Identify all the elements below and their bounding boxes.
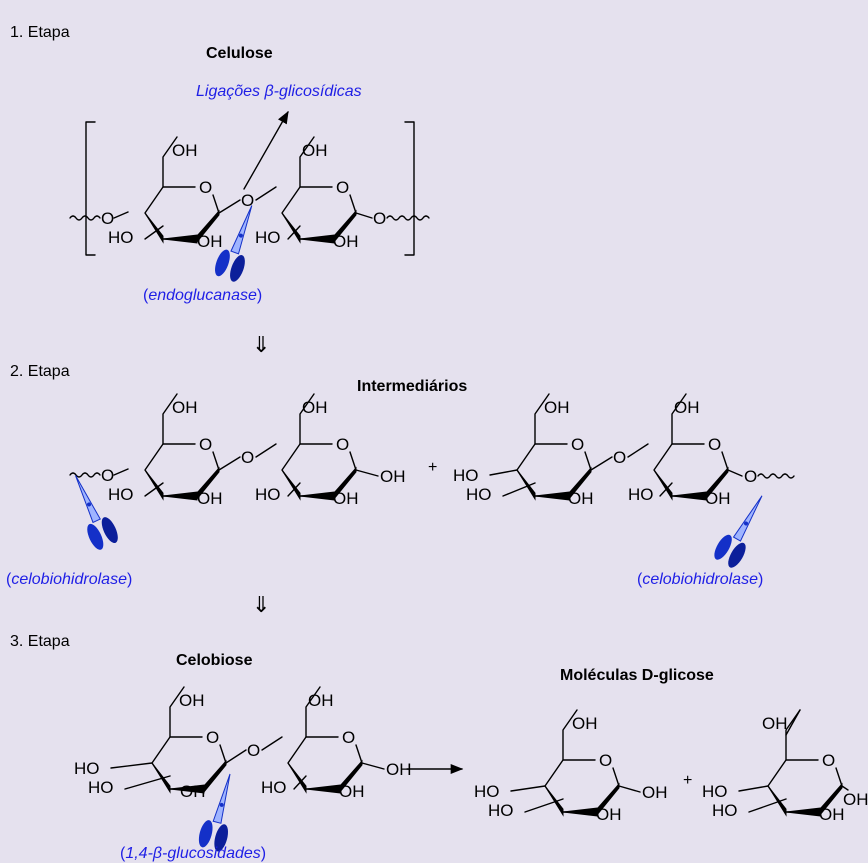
scissors-icon: [198, 773, 231, 852]
stage-2-title: Intermediários: [357, 378, 467, 395]
svg-text:OH: OH: [179, 691, 205, 710]
endoglucanase-label: (endoglucanase): [143, 287, 262, 304]
svg-text:O: O: [336, 435, 349, 454]
svg-text:OH: OH: [302, 398, 328, 417]
svg-text:HO: HO: [74, 759, 100, 778]
svg-text:O: O: [744, 467, 757, 486]
svg-text:O: O: [336, 178, 349, 197]
svg-text:OH: OH: [674, 398, 700, 417]
svg-text:O: O: [101, 209, 114, 228]
svg-text:OH: OH: [339, 782, 365, 801]
cellulose-structure: O O OH HO OH O O OH HO OH O: [69, 136, 430, 251]
beta-glycosidic-link-label: Ligações β-glicosídicas: [196, 83, 362, 100]
svg-text:HO: HO: [712, 801, 738, 820]
svg-text:OH: OH: [705, 489, 731, 508]
svg-text:OH: OH: [819, 805, 845, 824]
link-pointer-arrow: [243, 110, 289, 190]
svg-text:OH: OH: [197, 232, 223, 251]
svg-text:HO: HO: [261, 778, 287, 797]
svg-text:HO: HO: [466, 485, 492, 504]
stage-1-title: Celulose: [206, 45, 273, 62]
scissors-icon: [215, 205, 253, 282]
polymer-bracket-left: [85, 121, 96, 256]
svg-text:OH: OH: [333, 232, 359, 251]
stage-2-label: 2. Etapa: [10, 363, 70, 380]
stage-3-title: Celobiose: [176, 652, 253, 669]
stage-1-label: 1. Etapa: [10, 24, 70, 41]
svg-text:OH: OH: [596, 805, 622, 824]
svg-text:OH: OH: [568, 489, 594, 508]
svg-text:OH: OH: [380, 467, 406, 486]
svg-text:HO: HO: [88, 778, 114, 797]
plus-sign-stage-2: +: [428, 459, 437, 476]
celobiohidrolase-right-label: (celobiohidrolase): [637, 571, 763, 588]
svg-text:OH: OH: [172, 398, 198, 417]
products-title: Moléculas D-glicose: [560, 667, 714, 684]
svg-text:O: O: [199, 178, 212, 197]
svg-text:O: O: [247, 741, 260, 760]
svg-text:O: O: [599, 751, 612, 770]
svg-text:O: O: [199, 435, 212, 454]
celobiohidrolase-left-label: (celobiohidrolase): [6, 571, 132, 588]
svg-text:O: O: [571, 435, 584, 454]
svg-text:HO: HO: [108, 485, 134, 504]
svg-text:HO: HO: [628, 485, 654, 504]
svg-text:O: O: [241, 191, 254, 210]
svg-text:O: O: [101, 466, 114, 485]
svg-text:OH: OH: [642, 783, 668, 802]
svg-text:O: O: [613, 448, 626, 467]
glucose-product-1: O OH HO HO OH OH: [474, 709, 668, 824]
svg-text:O: O: [241, 448, 254, 467]
svg-text:OH: OH: [843, 790, 868, 809]
stage-3-label: 3. Etapa: [10, 633, 70, 650]
svg-text:O: O: [373, 209, 386, 228]
celobiose-structure: O OH HO HO OH O O OH HO OH OH: [74, 686, 412, 801]
svg-text:OH: OH: [333, 489, 359, 508]
polymer-bracket-right: [404, 121, 415, 256]
svg-text:OH: OH: [180, 782, 206, 801]
svg-text:OH: OH: [197, 489, 223, 508]
glucose-product-2: O OH HO HO OH OH: [702, 709, 868, 824]
scissors-icon: [714, 495, 763, 568]
svg-text:HO: HO: [255, 228, 281, 247]
intermediate-left-structure: O O OH HO OH O O OH HO OH OH: [69, 393, 406, 508]
svg-text:O: O: [342, 728, 355, 747]
svg-text:HO: HO: [255, 485, 281, 504]
svg-text:OH: OH: [302, 141, 328, 160]
retrosynthetic-arrow-icon: ⇓: [252, 592, 270, 617]
plus-sign-stage-3: +: [683, 772, 692, 789]
svg-text:OH: OH: [762, 714, 788, 733]
svg-text:O: O: [708, 435, 721, 454]
svg-text:HO: HO: [488, 801, 514, 820]
svg-text:OH: OH: [308, 691, 334, 710]
svg-text:HO: HO: [474, 782, 500, 801]
svg-text:O: O: [822, 751, 835, 770]
svg-text:HO: HO: [702, 782, 728, 801]
svg-text:OH: OH: [544, 398, 570, 417]
svg-text:HO: HO: [108, 228, 134, 247]
glucosidase-label: (1,4-β-glucosidades): [120, 845, 266, 862]
svg-text:OH: OH: [572, 714, 598, 733]
scissors-icon: [75, 475, 118, 550]
svg-text:OH: OH: [172, 141, 198, 160]
svg-text:O: O: [206, 728, 219, 747]
svg-text:OH: OH: [386, 760, 412, 779]
retrosynthetic-arrow-icon: ⇓: [252, 332, 270, 357]
svg-text:HO: HO: [453, 466, 479, 485]
intermediate-right-structure: O OH HO HO OH O O OH HO OH O: [453, 393, 795, 508]
